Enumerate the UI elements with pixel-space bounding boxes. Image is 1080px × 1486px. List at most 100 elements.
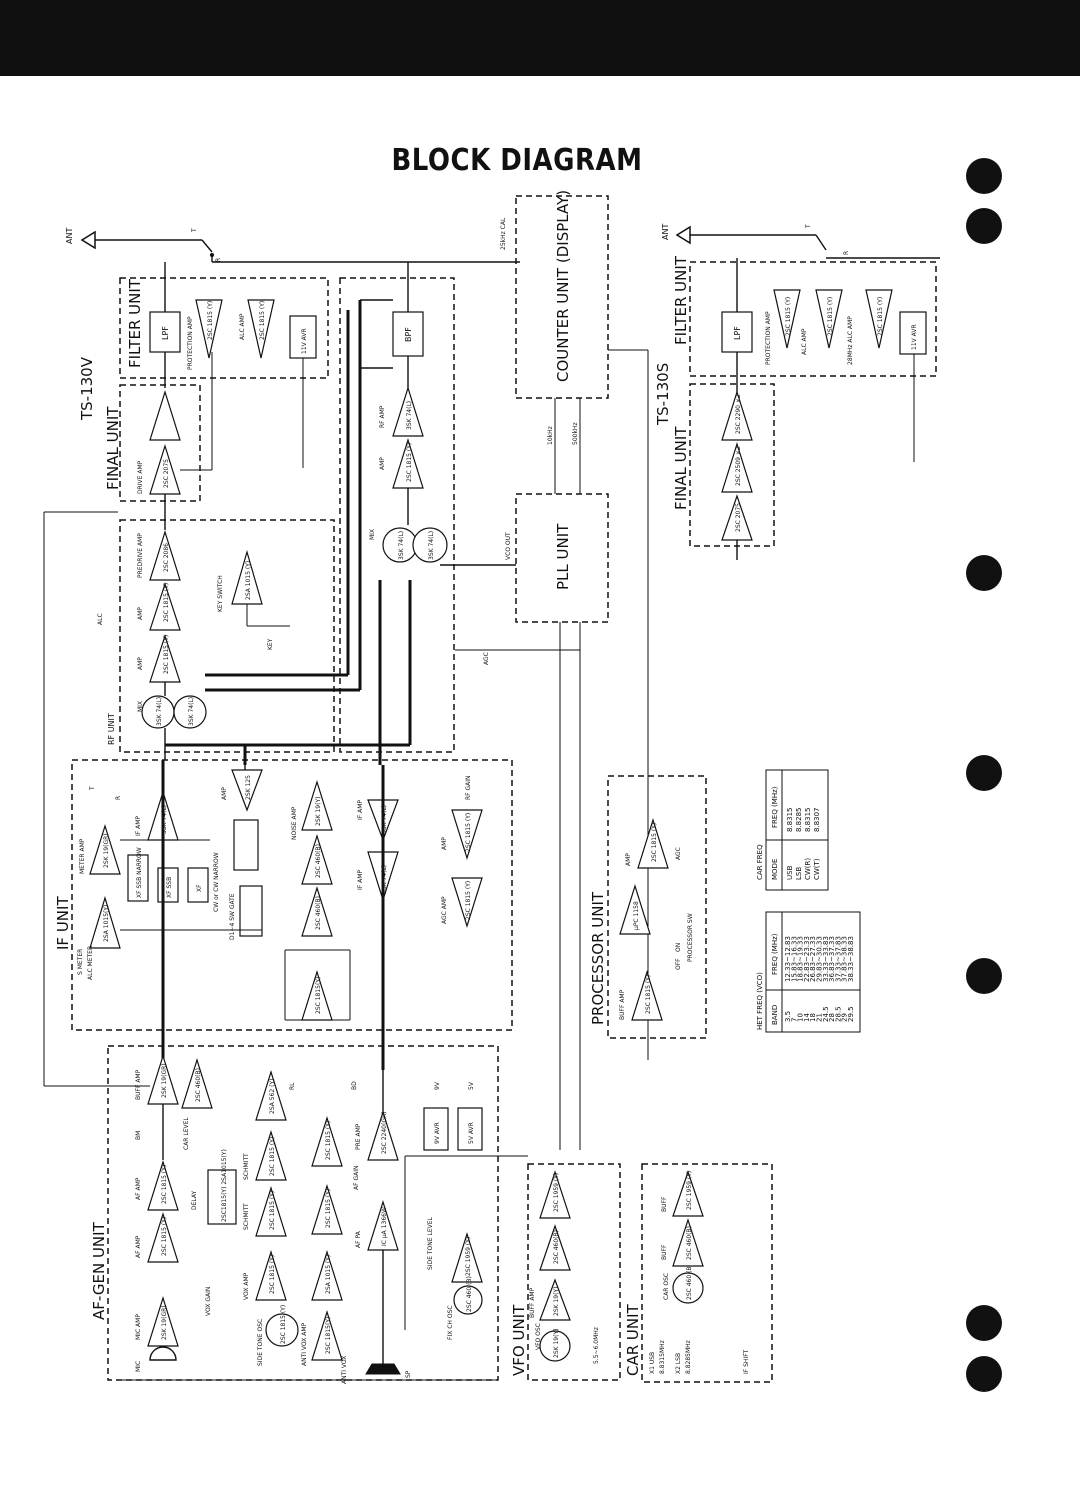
tr-switch-v xyxy=(201,239,520,263)
binder-hole-5 xyxy=(966,958,1002,994)
agc-label: AGC xyxy=(483,652,490,665)
amp-q9-label: AMP xyxy=(137,607,144,620)
key-label: KEY xyxy=(267,638,274,650)
vox-amp-q19-symbol xyxy=(255,1249,287,1301)
mix-q6-part: 3SK 74(L) xyxy=(156,697,163,726)
mix-q7-part: 3SK 74(L) xyxy=(188,697,195,726)
s-q23-part: 2SC 2509 ×2 xyxy=(735,446,742,486)
car-buff-q3-label: BUFF xyxy=(661,1196,668,1212)
filter-unit-v-title: FILTER UNIT xyxy=(126,278,144,368)
s-q45-part: 2SC 2290 ×2 xyxy=(735,394,742,434)
side-tone-level-label: SIDE TONE LEVEL xyxy=(427,1217,434,1271)
t-label-s: T xyxy=(805,224,812,229)
het-row-4-a: 18 xyxy=(809,1013,817,1022)
het-col-band: BAND xyxy=(771,1005,779,1025)
car-osc-q1-label: CAR OSC xyxy=(663,1273,670,1300)
af-amp-q10-label: AF AMP xyxy=(135,1235,142,1258)
mic-amp-q18-part: 2SK 19(GR) xyxy=(161,1305,168,1340)
het-table-title: HET FREQ (VCO) xyxy=(756,972,764,1030)
page-title: BLOCK DIAGRAM xyxy=(391,143,643,179)
car-unit-title: CAR UNIT xyxy=(624,1303,642,1376)
car-level-label: CAR LEVEL xyxy=(183,1117,190,1150)
mic-amp-q18-symbol xyxy=(147,1295,179,1347)
het-row-9-a: 29 xyxy=(841,1013,849,1022)
pre-amp-q1-symbol xyxy=(367,1109,399,1161)
q24-symbol xyxy=(255,1069,287,1121)
drive-amp-v-label: DRIVE AMP xyxy=(137,460,144,494)
rf-amp-q1-label: RF AMP xyxy=(379,405,386,428)
buff-amp-q13-part: 2SC 460(B) xyxy=(195,1068,202,1102)
agc-amp-q7-symbol xyxy=(451,877,483,929)
anti-vox-q14-part: 2SC 1815(Y) xyxy=(325,1317,332,1354)
alc-28mhz-s-symbol xyxy=(865,289,893,349)
binder-hole-4 xyxy=(966,755,1002,791)
r-label-v: R xyxy=(215,258,222,262)
protection-amp-v-label: PROTECTION AMP xyxy=(187,316,194,370)
protection-amp-s-label: PROTECTION AMP xyxy=(765,311,772,365)
proc-amp-q3-part: 2SC 1815 (Y) xyxy=(651,823,658,862)
car-row-3-a: CW(T) xyxy=(813,858,821,880)
buff-amp-q12-part: 2SK 19(GR) xyxy=(161,1063,168,1098)
amp-q8-if-label: AMP xyxy=(441,837,448,850)
agc-label-proc: AGC xyxy=(675,847,682,860)
pll-unit-title: PLL UNIT xyxy=(554,523,572,590)
protection-amp-v-symbol xyxy=(195,299,223,359)
bd-label: BD xyxy=(351,1081,358,1090)
schmitt-q23-symbol xyxy=(255,1129,287,1181)
af-amp-q11-part: 2SC 1815 (Y) xyxy=(161,1165,168,1204)
avr-9v-label: 9V AVR xyxy=(434,1122,441,1144)
x2-lsb-label: X2 LSB xyxy=(675,1353,682,1374)
bpf-label: BPF xyxy=(404,327,413,342)
het-row-2-b: 18.83~19.33 xyxy=(797,936,805,982)
agc-amp-q7-label: AGC AMP xyxy=(441,896,448,924)
mic-amp-q18-label: MIC AMP xyxy=(135,1314,142,1340)
car-row-1-a: LSB xyxy=(795,867,803,880)
alc-label: ALC xyxy=(97,613,104,625)
amp-q17-symbol xyxy=(311,1115,343,1167)
q11-12-part: 2SC 460(B) xyxy=(315,844,322,878)
on-label: ON xyxy=(675,943,682,952)
car-buff-q3-part: 2SC 1959 (Y) xyxy=(686,1171,693,1210)
schmitt-q23-label: SCHMITT xyxy=(243,1153,250,1180)
side-tone-osc-q25-symbol xyxy=(265,1313,299,1347)
lpf-block-s xyxy=(721,311,753,353)
rf-gain-label: RF GAIN xyxy=(465,775,472,800)
het-row-1-b: 15.83~16.33 xyxy=(790,936,798,982)
het-row-3-a: 14 xyxy=(803,1013,811,1022)
agc-amp-q7-part: 2SC 1815 (Y) xyxy=(465,881,472,920)
vfo-q4-part: 2SC 1959 (Y) xyxy=(553,1173,560,1212)
het-row-1-a: 7 xyxy=(790,1018,798,1022)
af-amp-q10-part: 2SC 1815 (Y) xyxy=(161,1217,168,1256)
alc-amp-v-part: 2SC 1815 (Y) xyxy=(259,301,266,340)
het-row-3-b: 22.83~23.33 xyxy=(803,936,811,982)
vfo-range-label: 5.5~6.0MHz xyxy=(593,1327,600,1364)
s-meter-label: S METER xyxy=(77,949,84,975)
9v-label: 9V xyxy=(434,1081,441,1090)
q13-if-part: 2SC 460(B) xyxy=(315,896,322,930)
vox-gain-label: VOX GAIN xyxy=(205,1287,212,1316)
khz10-label: 10kHz xyxy=(547,426,554,445)
vfo-q4-symbol xyxy=(539,1170,571,1219)
xf-ssb-narrow-label: XF SSB NARROW xyxy=(136,847,143,898)
car-row-1-b: 8.8285 xyxy=(795,808,803,833)
q9-afgen-part: 2SC 1959 (Y) xyxy=(465,1237,472,1276)
het-row-7-b: 36.83~37.33 xyxy=(828,936,836,982)
amp-q2-rf-part: 2SC 1815 (Y) xyxy=(406,443,413,482)
delay-q20-label: DELAY xyxy=(191,1190,198,1210)
amp-q1-if-part: 2SK 125 xyxy=(245,775,252,800)
cf-block xyxy=(233,819,259,871)
t-label-if: T xyxy=(89,786,96,791)
proc-buff-q1-part: 2SC 1815 (Y) xyxy=(645,975,652,1014)
anti-vox-q14-symbol xyxy=(311,1309,343,1361)
x1-freq-label: 8.8315MHz xyxy=(659,1340,666,1374)
het-row-6-a: 24.5 xyxy=(822,1006,830,1022)
binder-hole-6 xyxy=(966,1305,1002,1341)
amp-q1-if-label: AMP xyxy=(221,787,228,800)
bm-label: BM xyxy=(135,1131,142,1140)
binder-hole-3 xyxy=(966,555,1002,591)
final-unit-s xyxy=(689,383,775,547)
afgen-unit-title: AF-GEN UNIT xyxy=(90,1221,108,1320)
schmitt-q23-part: 2SC 1815 (Y) xyxy=(269,1137,276,1176)
model-label-ts130s: TS-130S xyxy=(654,363,672,426)
